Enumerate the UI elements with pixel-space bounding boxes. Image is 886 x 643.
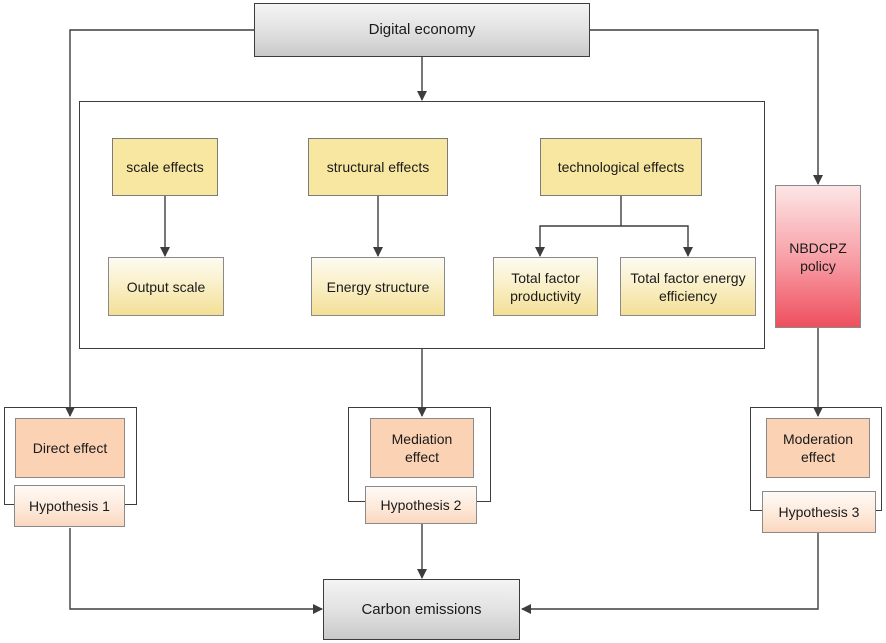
mediation-effect-node: Mediation effect	[370, 418, 474, 478]
direct-effect-node: Direct effect	[15, 418, 125, 478]
structural-effects-label: structural effects	[326, 159, 430, 175]
scale-effects-label: scale effects	[126, 159, 204, 175]
arrow-tech-to-tfp	[535, 225, 621, 257]
technological-effects-node: technological effects	[540, 138, 702, 196]
energy-structure-label: Energy structure	[326, 278, 430, 295]
output-scale-node: Output scale	[108, 257, 224, 316]
hypothesis-1-node: Hypothesis 1	[14, 485, 125, 527]
moderation-effect-label: Moderation effect	[782, 431, 854, 465]
policy-label: NBDCPZ policy	[789, 239, 847, 274]
hypothesis-2-label: Hypothesis 2	[380, 497, 462, 513]
hypothesis-1-label: Hypothesis 1	[29, 498, 110, 514]
carbon-emissions-label: Carbon emissions	[361, 600, 482, 618]
arrow-digital-to-policy	[590, 29, 823, 185]
tfp-label: Total factor productivity	[510, 269, 581, 304]
output-scale-label: Output scale	[126, 278, 206, 295]
hypothesis-2-node: Hypothesis 2	[365, 486, 477, 524]
policy-node: NBDCPZ policy	[775, 185, 861, 328]
mediation-effect-label: Mediation effect	[391, 431, 453, 465]
technological-effects-label: technological effects	[557, 159, 685, 175]
tfee-node: Total factor energy efficiency	[620, 257, 756, 316]
mechanisms-frame	[79, 101, 765, 349]
energy-structure-node: Energy structure	[311, 257, 445, 316]
arrow-digital-to-direct-effect	[65, 29, 254, 417]
moderation-effect-node: Moderation effect	[766, 418, 870, 478]
hypothesis-3-label: Hypothesis 3	[778, 504, 860, 520]
structural-effects-node: structural effects	[308, 138, 448, 196]
carbon-emissions-node: Carbon emissions	[323, 579, 520, 640]
arrow-tech-to-tfee	[621, 225, 693, 257]
tfp-node: Total factor productivity	[493, 257, 598, 316]
hypothesis-3-node: Hypothesis 3	[762, 491, 876, 533]
digital-economy-label: Digital economy	[368, 21, 476, 38]
direct-effect-label: Direct effect	[32, 440, 108, 456]
arrow-h1-to-carbon	[69, 528, 323, 614]
arrow-h3-to-carbon	[521, 532, 819, 614]
digital-economy-node: Digital economy	[254, 3, 590, 57]
scale-effects-node: scale effects	[112, 138, 218, 196]
tfee-label: Total factor energy efficiency	[630, 269, 746, 304]
